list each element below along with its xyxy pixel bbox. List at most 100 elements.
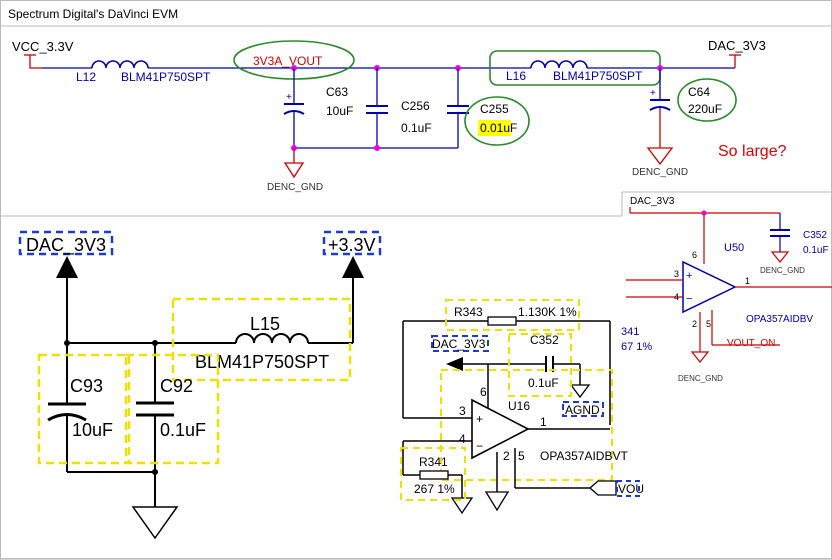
right-gnd-b: DENC_GND xyxy=(678,374,723,383)
c64-value: 220uF xyxy=(688,102,722,116)
u50-minus: − xyxy=(686,293,692,305)
gnd-symbol xyxy=(484,491,510,512)
gnd-symbol xyxy=(646,147,674,166)
c93-ref: C93 xyxy=(70,376,103,396)
bl-dac-label: DAC_3V3 xyxy=(26,235,106,256)
r343-val: 1.130K 1% xyxy=(518,305,577,319)
c255-ref: C255 xyxy=(480,102,509,116)
gnd-symbol xyxy=(450,497,474,515)
u50-part: OPA357AIDBV xyxy=(746,314,813,325)
l15-part: BLM41P750SPT xyxy=(195,352,329,372)
p33-port-box xyxy=(322,230,382,256)
vcc-port-symbol xyxy=(29,55,42,69)
highlight-box-u16 xyxy=(440,369,613,481)
bottom-left-schematic: DAC_3V3 +3.3V L15 BLM41P750SPT C93 10uF … xyxy=(18,230,382,540)
c255-value: 0.01uF xyxy=(480,121,517,135)
l16-part: BLM41P750SPT xyxy=(553,69,643,83)
header-title: Spectrum Digital's DaVinci EVM xyxy=(8,7,178,21)
u50-vout-on: VOUT_ON xyxy=(727,338,775,349)
c92-value: 0.1uF xyxy=(160,420,206,440)
l16-ref: L16 xyxy=(506,69,526,83)
arrow-bm-dac xyxy=(446,357,463,371)
c63-plus: + xyxy=(286,92,292,103)
vou-port-symbol xyxy=(589,480,617,496)
l15-ref: L15 xyxy=(250,314,280,334)
bottom-mid-schematic: R343 1.130K 1% 341 67 1% DAC_3V3 C352 0.… xyxy=(400,299,652,515)
u50-pin5: 5 xyxy=(706,319,711,329)
u50-pin1: 1 xyxy=(745,276,750,286)
annotation-circle-c64 xyxy=(677,78,737,122)
c63-value: 10uF xyxy=(326,104,353,118)
top-schematic: VCC_3.3V L12 BLM41P750SPT 3V3A_VOUT + C6… xyxy=(12,38,787,193)
highlight-box-c92 xyxy=(124,353,220,465)
gnd-symbol xyxy=(690,351,710,363)
gnd-symbol xyxy=(770,251,790,263)
u50-pin3: 3 xyxy=(674,269,679,279)
annotation-circle-c255 xyxy=(464,96,530,146)
gnd-symbol xyxy=(131,506,179,540)
r343-ref: R343 xyxy=(454,305,483,319)
vcc-label: VCC_3.3V xyxy=(12,39,74,54)
bm-dac-port-box xyxy=(431,335,489,352)
right-c352-val: 0.1uF xyxy=(803,245,829,256)
arrow-dac xyxy=(56,256,78,278)
c93-value: 10uF xyxy=(72,420,113,440)
l12-part: BLM41P750SPT xyxy=(121,70,211,84)
c63-plate-curved xyxy=(283,110,305,115)
u50-opamp xyxy=(682,260,737,314)
r341-ref: R341 xyxy=(419,455,448,469)
right-c352-ref: C352 xyxy=(803,230,827,241)
gnd-symbol xyxy=(569,384,591,399)
r341-ghost-ref: 341 xyxy=(621,326,639,338)
r341-ghost-val: 67 1% xyxy=(621,341,652,353)
u16-part: OPA357AIDBVT xyxy=(540,449,628,463)
c63-ref: C63 xyxy=(326,85,348,99)
u50-pin4: 4 xyxy=(674,292,679,302)
u50-plus: + xyxy=(686,270,692,282)
l12-ref: L12 xyxy=(76,70,96,84)
c64-plus: + xyxy=(650,88,656,99)
junction-dot xyxy=(374,145,380,151)
highlight-box-c93 xyxy=(37,353,131,465)
u16-pin4: 4 xyxy=(459,432,466,446)
c256-value: 0.1uF xyxy=(401,121,432,135)
r341-resistor xyxy=(419,470,449,480)
u50-ref: U50 xyxy=(724,242,744,254)
agnd-label: AGND xyxy=(565,403,600,417)
gnd1-label: DENC_GND xyxy=(267,182,323,193)
bm-c352-ref: C352 xyxy=(530,333,559,347)
c255-highlight xyxy=(478,120,511,136)
u16-ref: U16 xyxy=(508,399,530,413)
net-vout-label: 3V3A_VOUT xyxy=(253,54,323,68)
u16-pin2: 2 xyxy=(503,449,510,463)
c256-ref: C256 xyxy=(401,99,430,113)
u16-pin5: 5 xyxy=(518,449,525,463)
u16-plus: + xyxy=(476,412,483,426)
highlight-box-r341 xyxy=(400,447,466,501)
u16-pin1: 1 xyxy=(540,415,547,429)
highlight-box-r343 xyxy=(445,299,580,331)
u16-pin3: 3 xyxy=(459,404,466,418)
gnd2-label: DENC_GND xyxy=(632,167,688,178)
highlight-box-l15 xyxy=(171,297,352,382)
u16-opamp xyxy=(471,398,530,460)
u50-pin2: 2 xyxy=(692,319,697,329)
bm-c352-val: 0.1uF xyxy=(528,376,559,390)
dac-port-box xyxy=(18,230,114,256)
gnd-symbol xyxy=(283,162,305,179)
agnd-box xyxy=(562,401,604,417)
right-gnd-a: DENC_GND xyxy=(760,266,805,275)
u16-minus: − xyxy=(476,439,483,453)
c64-plate-curved xyxy=(649,106,671,111)
bl-p33-label: +3.3V xyxy=(328,235,376,255)
c92-ref: C92 xyxy=(160,376,193,396)
inductor-l12 xyxy=(91,60,149,69)
highlight-box-c352 xyxy=(508,333,572,397)
inductor-l16 xyxy=(530,60,588,69)
r341-val: 267 1% xyxy=(414,482,455,496)
vou-box xyxy=(616,480,640,497)
inductor-l15 xyxy=(235,333,309,344)
vou-label: VOU xyxy=(618,482,644,496)
